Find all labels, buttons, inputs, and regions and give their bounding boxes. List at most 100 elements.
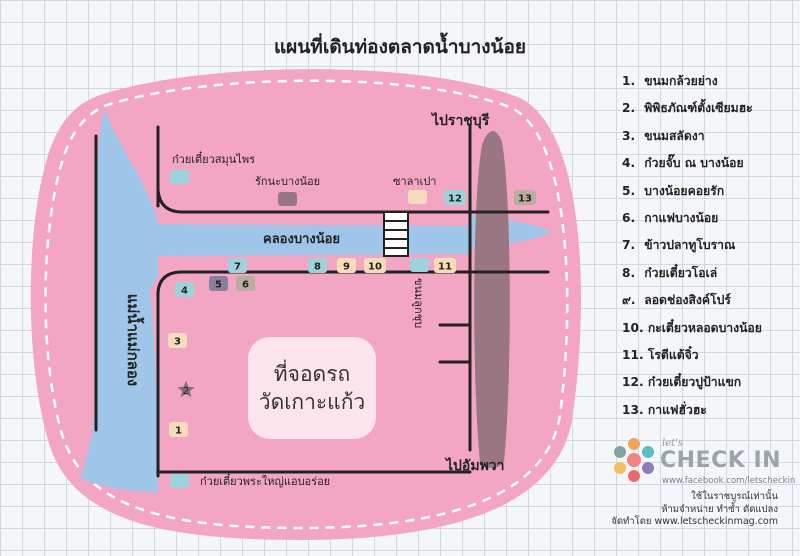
marker-label: 9 [343, 262, 350, 273]
legend-item: 2. พิพิธภัณฑ์ตั้งเซียมฮะ [622, 95, 800, 122]
legend-item-name: ข้าวปลาทูโบราณ [644, 238, 736, 253]
legend-item: 11. โรตีแต้จิ๋ว [622, 342, 800, 369]
market-area [30, 69, 582, 540]
dashed-border [44, 79, 569, 530]
legend-item-number: 5. [622, 183, 636, 198]
marker-box [514, 190, 536, 205]
marker-1: 1 [169, 422, 188, 437]
marker-3: 3 [168, 333, 187, 348]
legend-item-number: 13. [622, 402, 644, 417]
marker-label: 11 [438, 262, 452, 273]
legend-item-name: โรตีแต้จิ๋ว [647, 347, 699, 362]
marker-13: 13 [514, 190, 536, 205]
marker-8: 8 [308, 258, 327, 273]
marker-7: 7 [228, 258, 247, 273]
brand-lets: let's [662, 438, 684, 449]
legend-item-name: ก๋วยจั๊บ ณ บางน้อย [644, 156, 744, 171]
khanom-luk-chup-label: ขนมลูกชุบ [412, 278, 425, 328]
kuay-samunphrai-box [170, 170, 189, 184]
legend-item-name: พิพิธภัณฑ์ตั้งเซียมฮะ [644, 101, 753, 116]
legend-item-number: 12. [622, 375, 644, 390]
marker-12: 12 [444, 190, 466, 205]
marker-box [308, 258, 327, 273]
marker-11: 11 [434, 258, 456, 273]
marker-6: 6 [236, 276, 255, 291]
legend-item: 5. บางน้อยคอยรัก [622, 178, 800, 205]
legend-item-name: ขนมสลัดงา [644, 128, 705, 143]
marker-label: 1 [175, 426, 182, 437]
map-title: แผนที่เดินท่องตลาดน้ำบางน้อย [273, 36, 527, 58]
marker-box [175, 282, 194, 297]
marker-label: 4 [181, 286, 188, 297]
marker-5: 5 [209, 276, 228, 291]
marker-label: 3 [174, 337, 181, 348]
checkin-logo-icon [614, 438, 654, 482]
kuay-samunphrai-label: ก๋วยเตี๋ยวสมุนไพร [172, 150, 255, 166]
marker-box [209, 276, 228, 291]
parking-line2: วัดเกาะแก้ว [258, 390, 366, 414]
legend-item: 10. กะเตี๋ยวหลอดบางน้อย [622, 315, 800, 342]
marker-label: 5 [215, 280, 222, 291]
marker-label: 8 [314, 262, 321, 273]
brand-note: ใช้ในราชบูรณ์เท่านั้น ห้ามจำหน่าย ทำซ้ำ … [611, 491, 778, 529]
sala-pao-label: ซาลาเปา [393, 175, 436, 188]
legend-item-name: กาแฟฮั่วฮะ [647, 402, 707, 417]
marker-10: 10 [364, 258, 386, 273]
brand-block: let's CHECK IN www.facebook.com/letschec… [610, 436, 800, 556]
legend-item-name: กะเตี๋ยวหลอดบางน้อย [647, 320, 762, 335]
legend-item-number: 2. [622, 101, 636, 116]
rak-na-bangnoi-box [278, 192, 297, 206]
marker-9: 9 [337, 258, 356, 273]
marker-box [337, 258, 356, 273]
legend-item-number: 7. [622, 238, 636, 253]
legend-item: 1. ขนมกล้วยย่าง [622, 68, 800, 95]
legend-item-number: 10. [622, 320, 644, 335]
kuay-phra-yai-label: ก๋วยเตี๋ยวพระใหญ่แอบอร่อย [200, 472, 330, 488]
legend-item-name: ก๋วยเตี๋ยวปูป้าแขก [647, 375, 742, 390]
legend-item-number: 8. [622, 265, 636, 280]
legend-item: ๙. ลอดช่องสิงค์โปร์ [622, 287, 800, 314]
legend-item-number: 3. [622, 128, 636, 143]
rak-na-bangnoi-label: รักนะบางน้อย [255, 175, 320, 188]
marker-2: 2 [177, 381, 195, 398]
legend-item-name: บางน้อยคอยรัก [644, 183, 725, 198]
marker-box [168, 333, 187, 348]
legend-item-number: 1. [622, 74, 636, 88]
brand-note-1: ใช้ในราชบูรณ์เท่านั้น [691, 491, 778, 502]
roads [94, 123, 550, 478]
khanom-luk-chup-box [410, 258, 429, 272]
river-maeklong [80, 108, 158, 492]
legend-item-number: 4. [622, 156, 636, 171]
marker-label: 6 [242, 280, 249, 291]
legend-item: 13. กาแฟฮั่วฮะ [622, 397, 800, 424]
legend-item: 6. กาแฟบางน้อย [622, 205, 800, 232]
marker-label: 12 [448, 194, 462, 205]
legend-item: 8. ก๋วยเตี๋ยวโอเล่ [622, 260, 800, 287]
legend-item-number: 6. [622, 210, 636, 225]
legend-item: 12. ก๋วยเตี๋ยวปูป้าแขก [622, 369, 800, 396]
marker-box [434, 258, 456, 273]
to-amphawa-label: ไปอัมพวา [444, 456, 505, 474]
legend-item-number: 11. [622, 347, 644, 362]
map-title-wrap: แผนที่เดินท่องตลาดน้ำบางน้อย [0, 32, 800, 62]
marker-box [228, 258, 247, 273]
marker-box [444, 190, 466, 205]
sala-pao-box [408, 190, 427, 204]
marker-label: 2 [183, 386, 189, 397]
legend-item: 7. ข้าวปลาทูโบราณ [622, 232, 800, 259]
marker-4: 4 [175, 282, 194, 297]
dark-strip [474, 131, 510, 468]
brand-name: CHECK IN [660, 448, 782, 473]
canal-bangnoi [154, 215, 552, 256]
legend-item-name: ขนมกล้วยย่าง [644, 74, 718, 88]
legend-item-number: ๙. [622, 293, 636, 308]
marker-label: 13 [518, 194, 532, 205]
legend-item-name: กาแฟบางน้อย [644, 210, 719, 225]
marker-box [364, 258, 386, 273]
marker-label: 7 [234, 262, 241, 273]
marker-label: 10 [368, 262, 382, 273]
parking-line1: ที่จอดรถ [273, 362, 351, 386]
